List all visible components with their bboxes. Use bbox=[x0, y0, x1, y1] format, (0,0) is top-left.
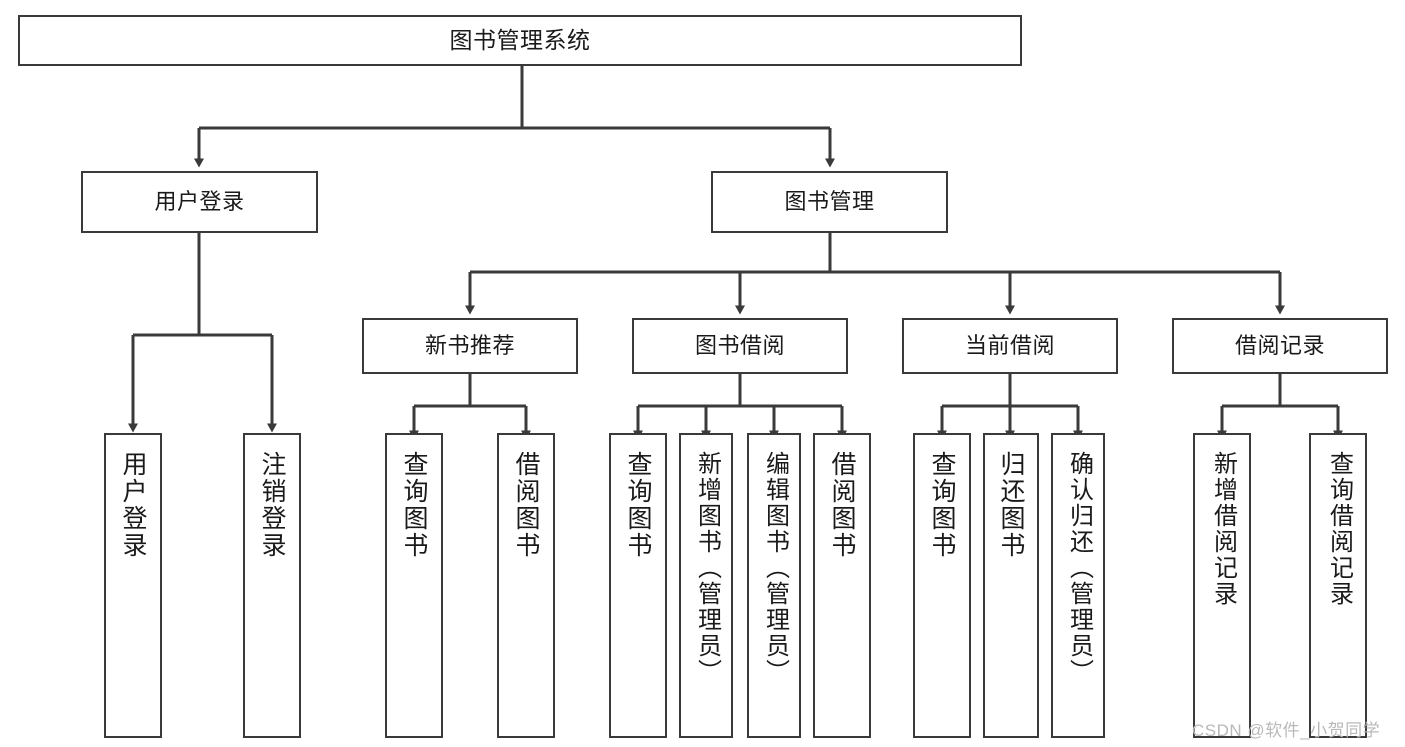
leaf-user-login[interactable]: 用户登录 bbox=[104, 433, 162, 738]
leaf-query-book-borrow[interactable]: 查询图书 bbox=[609, 433, 667, 738]
node-label: 确认归还（管理员） bbox=[1065, 451, 1093, 685]
leaf-add-borrow-record[interactable]: 新增借阅记录 bbox=[1193, 433, 1251, 738]
node-label: 新增借阅记录 bbox=[1209, 451, 1237, 607]
node-label: 图书借阅 bbox=[694, 332, 785, 358]
csdn-watermark: CSDN @软件_小贺同学 bbox=[1192, 721, 1381, 740]
node-borrow-record[interactable]: 借阅记录 bbox=[1172, 318, 1388, 374]
node-label: 图书管理 bbox=[784, 188, 875, 214]
node-label: 借阅图书 bbox=[828, 451, 856, 559]
node-label: 查询图书 bbox=[400, 451, 428, 559]
node-label: 当前借阅 bbox=[964, 332, 1055, 358]
node-user-login[interactable]: 用户登录 bbox=[81, 171, 318, 233]
node-label: 注销登录 bbox=[258, 451, 286, 559]
node-label: 用户登录 bbox=[154, 188, 245, 214]
node-book-management[interactable]: 图书管理 bbox=[711, 171, 948, 233]
node-label: 新增图书（管理员） bbox=[693, 451, 721, 685]
node-current-borrow[interactable]: 当前借阅 bbox=[902, 318, 1118, 374]
node-book-borrow[interactable]: 图书借阅 bbox=[632, 318, 848, 374]
leaf-borrow-book-new[interactable]: 借阅图书 bbox=[497, 433, 555, 738]
node-label: 查询图书 bbox=[928, 451, 956, 559]
leaf-query-borrow-record[interactable]: 查询借阅记录 bbox=[1309, 433, 1367, 738]
leaf-confirm-return-admin[interactable]: 确认归还（管理员） bbox=[1051, 433, 1105, 738]
node-label: 归还图书 bbox=[997, 451, 1025, 559]
node-label: 借阅记录 bbox=[1234, 332, 1325, 358]
node-label: 查询借阅记录 bbox=[1325, 451, 1353, 607]
node-new-book-recommend[interactable]: 新书推荐 bbox=[362, 318, 578, 374]
leaf-query-book-new[interactable]: 查询图书 bbox=[385, 433, 443, 738]
leaf-borrow-book[interactable]: 借阅图书 bbox=[813, 433, 871, 738]
leaf-edit-book-admin[interactable]: 编辑图书（管理员） bbox=[747, 433, 801, 738]
node-label: 图书管理系统 bbox=[449, 26, 591, 53]
leaf-logout[interactable]: 注销登录 bbox=[243, 433, 301, 738]
node-label: 查询图书 bbox=[624, 451, 652, 559]
leaf-add-book-admin[interactable]: 新增图书（管理员） bbox=[679, 433, 733, 738]
node-label: 借阅图书 bbox=[512, 451, 540, 559]
node-label: 新书推荐 bbox=[424, 332, 515, 358]
leaf-query-book-current[interactable]: 查询图书 bbox=[913, 433, 971, 738]
node-label: 用户登录 bbox=[119, 451, 147, 559]
leaf-return-book[interactable]: 归还图书 bbox=[983, 433, 1039, 738]
node-root-system[interactable]: 图书管理系统 bbox=[18, 15, 1022, 66]
node-label: 编辑图书（管理员） bbox=[761, 451, 789, 685]
